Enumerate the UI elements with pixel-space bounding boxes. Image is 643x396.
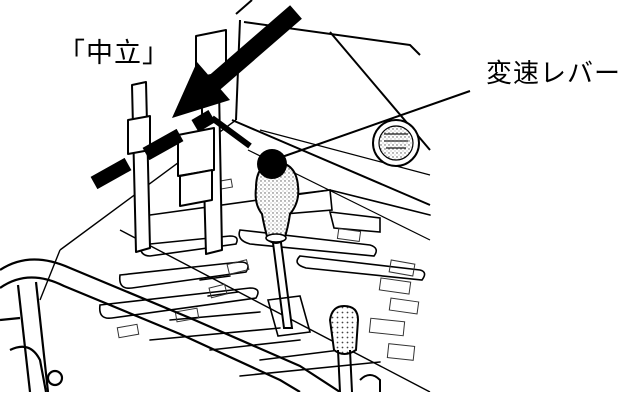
neutral-dashed-line-thin [210,115,252,149]
knob-marker-icon [257,149,287,179]
small-lever [328,304,381,393]
gauge-icon [372,119,420,167]
neutral-label: 「中立」 [58,38,170,69]
shift-lever-label: 変速レバー [486,59,622,89]
guard-rail [0,258,341,393]
neutral-arrow-icon [172,5,302,118]
panel-decals [116,178,420,361]
leader-line [278,90,471,159]
neutral-dashed-line-icon [90,109,216,190]
